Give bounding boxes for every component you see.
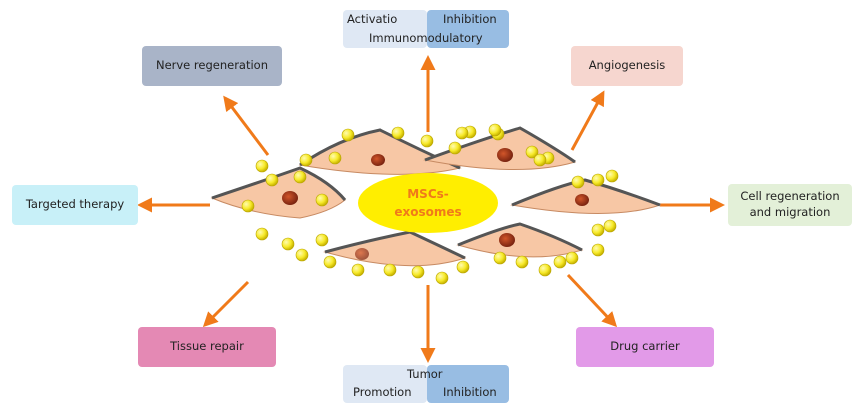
exosome-particle xyxy=(293,170,307,184)
exosome-particle xyxy=(553,255,567,269)
cell-regeneration-line2: and migration xyxy=(749,205,831,219)
exosome-particle xyxy=(565,251,579,265)
tumor-inhibition-bg xyxy=(427,365,509,403)
node-nerve-regeneration: Nerve regeneration xyxy=(142,46,282,86)
exosome-particle xyxy=(591,173,605,187)
exosome-particle xyxy=(591,243,605,257)
cell-bottom-left xyxy=(323,230,467,267)
cell-top-middle xyxy=(298,128,462,175)
arrow-to-tissue-repair xyxy=(202,280,250,328)
exosome-particle xyxy=(456,260,470,274)
exosome-particle xyxy=(295,248,309,262)
exosome-particle xyxy=(315,233,329,247)
center-label-line2: exosomes xyxy=(394,205,461,219)
exosome-particle xyxy=(488,123,502,137)
node-tumor: Tumor Promotion Inhibition xyxy=(343,365,509,403)
exosome-particle xyxy=(420,134,434,148)
exosome-particle xyxy=(299,153,313,167)
exosome-particle xyxy=(255,227,269,241)
tumor-promotion-label: Promotion xyxy=(353,385,412,399)
exosome-particle xyxy=(538,263,552,277)
exosome-particle xyxy=(391,126,405,140)
exosome-particle xyxy=(525,145,539,159)
exosome-particle xyxy=(341,128,355,142)
node-targeted-therapy: Targeted therapy xyxy=(12,185,138,225)
cell-left xyxy=(210,166,347,219)
immunomodulatory-inhibition-label: Inhibition xyxy=(443,12,497,26)
arrow-to-drug-carrier xyxy=(566,273,618,328)
exosome-particle xyxy=(435,271,449,285)
tumor-caption: Tumor xyxy=(407,367,443,381)
exosome-particle xyxy=(255,159,269,173)
exosome-particle xyxy=(241,199,255,213)
exosome-particle xyxy=(281,237,295,251)
exosome-particle xyxy=(591,223,605,237)
tumor-promotion-bg xyxy=(343,365,427,403)
arrow-to-nerve-regeneration xyxy=(223,95,270,156)
center-label-line1: MSCs- xyxy=(407,187,449,201)
cell-bottom-right xyxy=(456,222,584,258)
exosome-particle xyxy=(323,255,337,269)
tumor-inhibition-label: Inhibition xyxy=(443,385,497,399)
exosome-particle xyxy=(455,126,469,140)
immunomodulatory-caption: Immunomodulatory xyxy=(369,31,483,45)
exosome-particle xyxy=(493,251,507,265)
exosome-particles xyxy=(241,123,619,285)
cell-right xyxy=(510,178,662,214)
exosome-particle xyxy=(328,151,342,165)
exosome-particle xyxy=(571,175,585,189)
node-immunomodulatory: Activatio Inhibition Immunomodulatory xyxy=(343,10,509,48)
exosome-particle xyxy=(603,219,617,233)
center-ellipse xyxy=(358,173,498,233)
exosome-particle xyxy=(383,263,397,277)
exosome-particle xyxy=(265,173,279,187)
exosome-particle xyxy=(351,263,365,277)
exosome-particle xyxy=(448,141,462,155)
immunomodulatory-activation-label: Activatio xyxy=(347,12,398,26)
immunomodulatory-inhibition-bg xyxy=(427,10,509,48)
exosome-particle xyxy=(533,153,547,167)
exosome-particle xyxy=(605,169,619,183)
node-tissue-repair: Tissue repair xyxy=(138,327,276,367)
node-angiogenesis: Angiogenesis xyxy=(571,46,683,86)
immunomodulatory-activation-bg xyxy=(343,10,427,48)
exosome-particle xyxy=(515,255,529,269)
cell-regeneration-line1: Cell regeneration xyxy=(740,189,840,204)
node-cell-regeneration: Cell regeneration and migration xyxy=(728,184,852,226)
arrow-to-angiogenesis xyxy=(570,90,605,151)
arrows xyxy=(137,55,725,363)
exosome-particle xyxy=(315,193,329,207)
node-drug-carrier: Drug carrier xyxy=(576,327,714,367)
exosome-particle xyxy=(411,265,425,279)
